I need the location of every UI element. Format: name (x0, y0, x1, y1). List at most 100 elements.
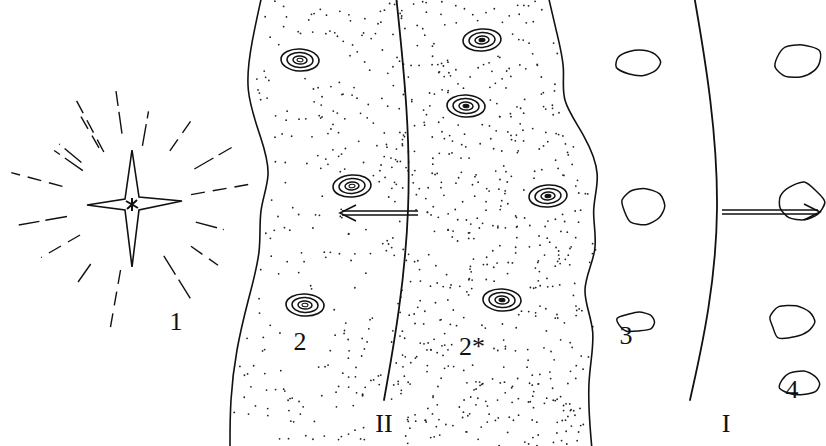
dot (537, 64, 539, 66)
dot (399, 13, 401, 15)
star-ray (142, 111, 148, 145)
dot (572, 146, 574, 148)
arrow-shaft (722, 210, 818, 214)
arrow-shaft (342, 211, 418, 215)
dot (472, 184, 474, 186)
dot (493, 348, 495, 350)
dot (364, 61, 366, 63)
dot (311, 288, 313, 290)
dot (370, 253, 372, 255)
dot (461, 144, 463, 146)
dot (507, 273, 509, 275)
dot (465, 146, 467, 148)
dot (552, 387, 554, 389)
dot (507, 131, 509, 133)
dot (383, 156, 385, 158)
gas-cloud (770, 305, 815, 338)
dot (400, 393, 402, 395)
dot (450, 284, 452, 286)
dot (470, 266, 472, 268)
dot (469, 268, 471, 270)
dot (532, 395, 534, 397)
dot (369, 319, 371, 321)
dot (405, 260, 407, 262)
dot (338, 132, 340, 134)
dot (439, 71, 441, 73)
dot (447, 365, 449, 367)
dot (502, 323, 504, 325)
dot (431, 64, 433, 66)
dot (561, 440, 563, 442)
dot (306, 163, 308, 165)
dot (269, 237, 271, 239)
dot (489, 86, 491, 88)
dot (440, 181, 442, 183)
dot (486, 264, 488, 266)
star-ray (59, 144, 81, 163)
dot (541, 169, 543, 171)
dot (262, 350, 264, 352)
dot (399, 131, 401, 133)
dot (266, 389, 268, 391)
dot (493, 266, 495, 268)
region-number: 2* (456, 333, 488, 361)
dot (320, 167, 322, 169)
dot (342, 40, 344, 42)
motion-arrow (340, 205, 418, 221)
dot (470, 223, 472, 225)
dot (427, 187, 429, 189)
dot (516, 237, 518, 239)
dot (475, 388, 477, 390)
dot (565, 403, 567, 405)
dot (399, 221, 401, 223)
dot (575, 185, 577, 187)
dot (502, 21, 504, 23)
dot (432, 45, 434, 47)
dot (468, 238, 470, 240)
dot (527, 349, 529, 351)
dot (473, 238, 475, 240)
dot (278, 273, 280, 275)
dot (390, 157, 392, 159)
dot (360, 112, 362, 114)
dot (411, 99, 413, 101)
dot (367, 104, 369, 106)
dot (321, 195, 323, 197)
dot (312, 438, 314, 440)
dot (317, 155, 319, 157)
dot (311, 136, 313, 138)
dot (427, 342, 429, 344)
dot (412, 182, 414, 184)
dot (553, 359, 555, 361)
dot (454, 209, 456, 211)
dot (259, 92, 261, 94)
dot (486, 421, 488, 423)
dot (497, 55, 499, 57)
dot (277, 216, 279, 218)
dot (303, 261, 305, 263)
dot (440, 319, 442, 321)
dot (473, 389, 475, 391)
dot (440, 187, 442, 189)
dot (449, 135, 451, 137)
dot (567, 383, 569, 385)
dot (400, 389, 402, 391)
dot (588, 356, 590, 358)
dot (537, 262, 539, 264)
dot (447, 61, 449, 63)
galaxy-ring (489, 292, 516, 308)
dot (329, 30, 331, 32)
dot (564, 221, 566, 223)
dot (574, 283, 576, 285)
dot (552, 107, 554, 109)
dot (391, 166, 393, 168)
dot (533, 391, 535, 393)
dot (499, 116, 501, 118)
dot (380, 21, 382, 23)
dot (384, 177, 386, 179)
dot (518, 314, 520, 316)
dot (589, 261, 591, 263)
dot (507, 432, 509, 434)
dot (300, 33, 302, 35)
dot (424, 419, 426, 421)
